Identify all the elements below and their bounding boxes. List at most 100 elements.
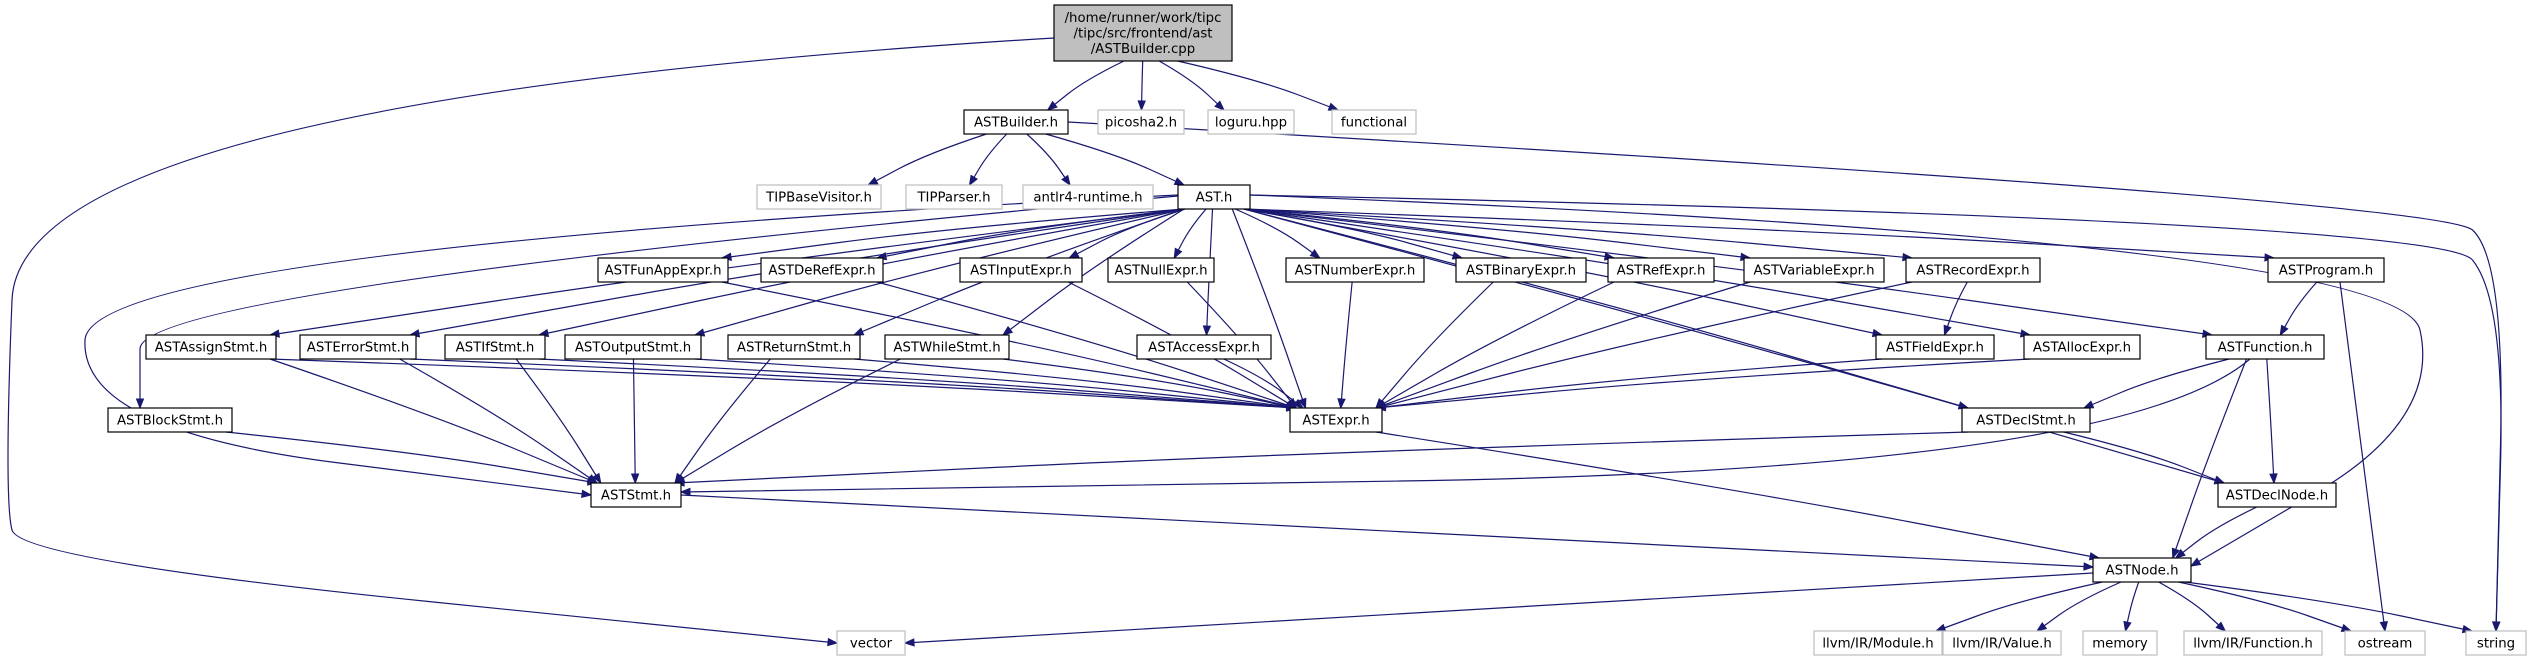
node-label: llvm/IR/Module.h — [1822, 637, 1933, 652]
node-astbuilder-h[interactable]: ASTBuilder.h — [963, 109, 1069, 135]
node-assignstmt[interactable]: ASTAssignStmt.h — [145, 334, 277, 360]
node-box[interactable] — [1905, 257, 2041, 283]
node-errorstmt[interactable]: ASTErrorStmt.h — [299, 334, 417, 360]
edge-arrowhead — [1337, 398, 1346, 410]
node-box[interactable] — [959, 257, 1083, 283]
node-box[interactable] — [2217, 482, 2337, 508]
node-whilestmt[interactable]: ASTWhileStmt.h — [884, 334, 1010, 360]
node-box[interactable] — [760, 257, 884, 283]
node-box[interactable] — [1455, 257, 1587, 283]
node-box[interactable] — [836, 630, 906, 656]
node-root[interactable]: /home/runner/work/tipc/tipc/src/frontend… — [1053, 4, 1233, 62]
node-box[interactable] — [2082, 630, 2158, 656]
node-nullexpr[interactable]: ASTNullExpr.h — [1107, 257, 1215, 283]
node-box[interactable] — [564, 334, 702, 360]
node-box[interactable] — [963, 109, 1069, 135]
node-variableexpr[interactable]: ASTVariableExpr.h — [1743, 257, 1885, 283]
node-box[interactable] — [145, 334, 277, 360]
node-box[interactable] — [1875, 334, 1995, 360]
node-program[interactable]: ASTProgram.h — [2267, 257, 2385, 283]
node-function[interactable]: ASTFunction.h — [2205, 334, 2325, 360]
node-box[interactable] — [2465, 630, 2527, 656]
node-box[interactable] — [2267, 257, 2385, 283]
node-box[interactable] — [1022, 184, 1154, 210]
node-derefexpr[interactable]: ASTDeRefExpr.h — [760, 257, 884, 283]
edges-layer — [7, 37, 2502, 647]
edge-line — [1375, 281, 1913, 409]
node-recordexpr[interactable]: ASTRecordExpr.h — [1905, 257, 2041, 283]
node-box[interactable] — [2183, 630, 2323, 656]
node-box[interactable] — [2205, 334, 2325, 360]
node-refexpr[interactable]: ASTRefExpr.h — [1607, 257, 1715, 283]
node-box[interactable] — [884, 334, 1010, 360]
node-box[interactable] — [1107, 257, 1215, 283]
node-tipbasevisitor[interactable]: TIPBaseVisitor.h — [756, 184, 882, 210]
node-box[interactable] — [597, 257, 729, 283]
node-box[interactable] — [1097, 109, 1185, 135]
node-inputexpr[interactable]: ASTInputExpr.h — [959, 257, 1083, 283]
node-box[interactable] — [1942, 630, 2062, 656]
node-box[interactable] — [1961, 407, 2091, 433]
node-ast-h[interactable]: AST.h — [1177, 184, 1251, 210]
node-vector[interactable]: vector — [836, 630, 906, 656]
node-fieldexpr[interactable]: ASTFieldExpr.h — [1875, 334, 1995, 360]
node-returnstmt[interactable]: ASTReturnStmt.h — [727, 334, 861, 360]
node-label: ASTBuilder.h — [974, 116, 1058, 131]
node-box[interactable] — [1813, 630, 1943, 656]
edge-line — [1002, 358, 1297, 409]
node-box[interactable] — [756, 184, 882, 210]
node-allocexpr[interactable]: ASTAllocExpr.h — [2023, 334, 2141, 360]
node-stmt[interactable]: ASTStmt.h — [590, 482, 682, 508]
edge-program-to-function — [2279, 281, 2318, 337]
node-box[interactable] — [1207, 109, 1295, 135]
node-expr[interactable]: ASTExpr.h — [1289, 407, 1383, 433]
node-blockstmt[interactable]: ASTBlockStmt.h — [107, 407, 233, 433]
node-llvm-value[interactable]: llvm/IR/Value.h — [1942, 630, 2062, 656]
node-box[interactable] — [2023, 334, 2141, 360]
node-box[interactable] — [299, 334, 417, 360]
edge-arrowhead — [2379, 621, 2388, 633]
node-label: ASTNumberExpr.h — [1295, 264, 1416, 279]
node-box[interactable] — [1289, 407, 1383, 433]
node-ostream[interactable]: ostream — [2344, 630, 2426, 656]
node-llvm-function[interactable]: llvm/IR/Function.h — [2183, 630, 2323, 656]
node-declstmt[interactable]: ASTDeclStmt.h — [1961, 407, 2091, 433]
node-outputstmt[interactable]: ASTOutputStmt.h — [564, 334, 702, 360]
node-box[interactable] — [2344, 630, 2426, 656]
node-box[interactable] — [1177, 184, 1251, 210]
node-tipparser[interactable]: TIPParser.h — [905, 184, 1003, 210]
node-box[interactable] — [1053, 4, 1233, 62]
node-numberexpr[interactable]: ASTNumberExpr.h — [1285, 257, 1425, 283]
node-label: functional — [1341, 116, 1407, 131]
edge-astbuilder_h-to-antlr4 — [1026, 133, 1071, 187]
node-declnode[interactable]: ASTDeclNode.h — [2217, 482, 2337, 508]
node-box[interactable] — [444, 334, 546, 360]
node-funappexpr[interactable]: ASTFunAppExpr.h — [597, 257, 729, 283]
node-box[interactable] — [1607, 257, 1715, 283]
node-memory[interactable]: memory — [2082, 630, 2158, 656]
node-functional[interactable]: functional — [1331, 109, 1417, 135]
edge-line — [2339, 281, 2386, 632]
node-box[interactable] — [1136, 334, 1272, 360]
node-box[interactable] — [590, 482, 682, 508]
node-accessexpr[interactable]: ASTAccessExpr.h — [1136, 334, 1272, 360]
edge-ast_h-to-numberexpr — [1234, 208, 1321, 259]
node-box[interactable] — [1285, 257, 1425, 283]
node-loguru[interactable]: loguru.hpp — [1207, 109, 1295, 135]
node-binaryexpr[interactable]: ASTBinaryExpr.h — [1455, 257, 1587, 283]
node-box[interactable] — [727, 334, 861, 360]
node-box[interactable] — [905, 184, 1003, 210]
node-label: TIPBaseVisitor.h — [765, 191, 872, 206]
edge-ast_h-to-node — [1249, 194, 2424, 567]
node-ifstmt[interactable]: ASTIfStmt.h — [444, 334, 546, 360]
node-antlr4[interactable]: antlr4-runtime.h — [1022, 184, 1154, 210]
edge-line — [515, 358, 602, 484]
node-node[interactable]: ASTNode.h — [2092, 557, 2192, 583]
node-box[interactable] — [1743, 257, 1885, 283]
node-box[interactable] — [107, 407, 233, 433]
node-box[interactable] — [2092, 557, 2192, 583]
node-string[interactable]: string — [2465, 630, 2527, 656]
node-box[interactable] — [1331, 109, 1417, 135]
node-llvm-module[interactable]: llvm/IR/Module.h — [1813, 630, 1943, 656]
node-picosha2[interactable]: picosha2.h — [1097, 109, 1185, 135]
